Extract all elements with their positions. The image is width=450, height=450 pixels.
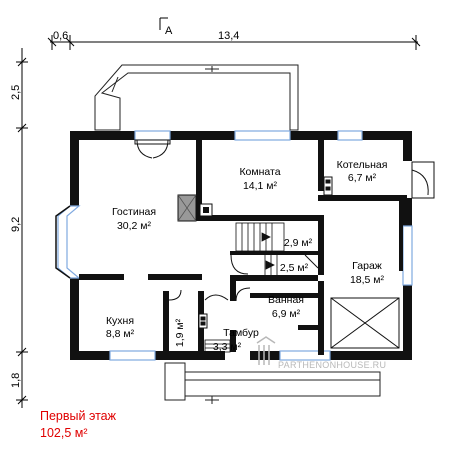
room-boiler-name: Котельная — [337, 159, 388, 171]
section-marker-label: A — [165, 25, 173, 37]
room-garage-name: Гараж — [352, 260, 382, 272]
room-boiler-area: 6,7 м² — [348, 172, 377, 184]
dim-left-middle: 9,2 — [10, 217, 22, 232]
side-porch — [411, 161, 435, 199]
dim-top-total: 13,4 — [218, 30, 239, 42]
room-hall-upper-area: 2,9 м² — [284, 237, 313, 249]
room-room-area: 14,1 м² — [243, 180, 278, 192]
room-closet-area: 1,9 м² — [174, 318, 186, 347]
garage-partition — [399, 201, 403, 271]
room-bathroom-area: 6,9 м² — [272, 308, 301, 320]
lower-terrace — [164, 362, 381, 404]
fireplace-icon — [177, 194, 213, 222]
staircase — [235, 222, 285, 275]
dim-left-bottom: 1,8 — [10, 373, 22, 388]
garage-car-outline — [330, 297, 400, 349]
windows — [57, 130, 413, 361]
room-labels: Гостиная 30,2 м² Комната 14,1 м² Котельн… — [106, 159, 388, 353]
dim-left-top: 2,5 — [10, 85, 22, 100]
room-kitchen-name: Кухня — [106, 315, 134, 327]
room-living-name: Гостиная — [112, 206, 156, 218]
room-bathroom-name: Ванная — [268, 294, 304, 306]
room-room-name: Комната — [239, 166, 280, 178]
doors — [134, 139, 429, 302]
floor-caption-area: 102,5 м² — [40, 426, 88, 440]
room-vestibule-name: Тамбур — [223, 327, 259, 339]
entry-steps — [204, 339, 231, 353]
room-garage-area: 18,5 м² — [350, 274, 385, 286]
watermark-logo — [256, 336, 276, 365]
bay-window — [55, 205, 71, 279]
room-living-area: 30,2 м² — [117, 220, 152, 232]
dimension-lines — [16, 35, 421, 408]
room-kitchen-area: 8,8 м² — [106, 328, 135, 340]
room-vestibule-area: 3,3 м² — [213, 341, 242, 353]
room-hall-lower-area: 2,5 м² — [280, 262, 309, 274]
section-marker: A — [159, 17, 173, 37]
exterior-walls — [70, 131, 412, 360]
floor-caption: Первый этаж 102,5 м² — [40, 408, 200, 442]
sink-icon — [198, 313, 208, 329]
dim-top-small: 0,6 — [53, 30, 68, 42]
watermark-text: PARTHENONHOUSE.RU — [278, 360, 386, 370]
upper-terrace — [94, 64, 299, 131]
floor-caption-title: Первый этаж — [40, 409, 116, 423]
boiler-icon — [323, 176, 333, 196]
interior-walls — [79, 131, 407, 355]
